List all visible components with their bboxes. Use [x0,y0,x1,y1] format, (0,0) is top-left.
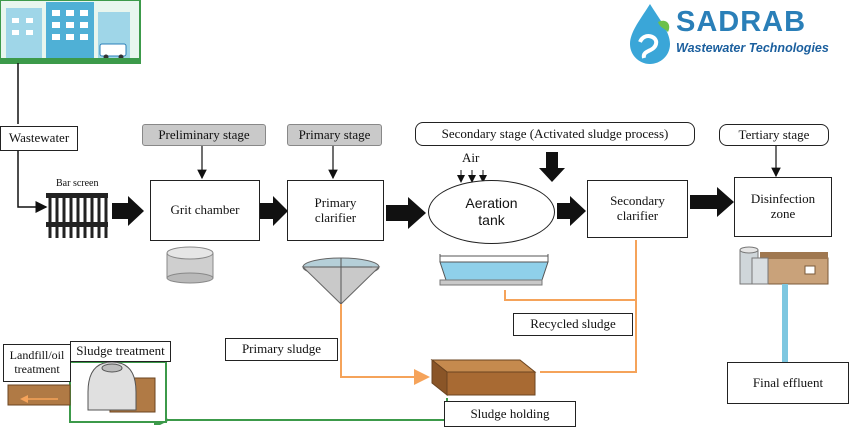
sludge-treatment-label: Sludge treatment [70,341,171,362]
building-icon [0,0,141,64]
sludge-holding-icon [430,358,537,397]
aeration-tank: Aeration tank [428,180,555,244]
stage-preliminary: Preliminary stage [142,124,266,146]
air-label: Air [462,150,480,165]
clarifier-cone-icon [301,257,381,305]
landfill-label: Landfill/oil treatment [3,344,71,382]
grit-tank-icon [166,246,214,284]
grit-chamber: Grit chamber [150,180,260,241]
disinfection-building-icon [739,246,829,285]
final-effluent-label: Final effluent [727,362,849,404]
primary-sludge-label: Primary sludge [225,338,338,361]
bar-screen-icon [46,193,108,238]
stage-tertiary: Tertiary stage [719,124,829,146]
sadrab-logo-icon [630,4,670,64]
stage-secondary: Secondary stage (Activated sludge proces… [415,122,695,146]
stage-primary: Primary stage [287,124,382,146]
digester-icon [7,361,167,423]
recycled-sludge-label: Recycled sludge [513,313,633,336]
sludge-holding-label: Sludge holding [444,401,576,427]
wastewater-label: Wastewater [0,126,78,151]
bar-screen-label: Bar screen [56,178,99,189]
disinfection-zone: Disinfection zone [734,177,832,237]
secondary-clarifier: Secondary clarifier [587,180,688,238]
effluent-pipe [782,284,788,362]
brand-tagline: Wastewater Technologies [676,41,829,55]
aeration-basin-icon [439,254,549,286]
flow-arrows [112,152,734,229]
primary-clarifier: Primary clarifier [287,180,384,241]
brand-name: SADRAB [676,6,807,38]
